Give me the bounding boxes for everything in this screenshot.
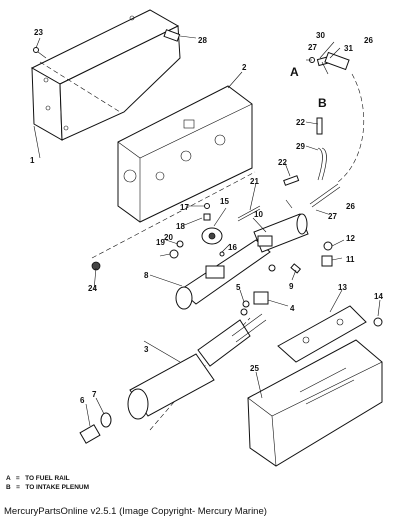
bracket-housing (117, 85, 253, 223)
callout-18: 18 (176, 222, 185, 231)
legend-letter: A (6, 475, 11, 482)
callout-3: 3 (144, 345, 149, 354)
section-label-b: B (318, 96, 327, 110)
fuel-line (337, 73, 365, 183)
inlet-fitting (79, 412, 112, 444)
rod (237, 205, 261, 219)
legend-sep: = (16, 484, 20, 491)
legend-text: TO FUEL RAIL (25, 475, 70, 482)
legend-text: TO INTAKE PLENUM (25, 484, 90, 491)
callout-11: 11 (346, 255, 355, 264)
bolt (373, 317, 383, 327)
clip (163, 29, 181, 42)
cover (247, 339, 383, 467)
callout-17: 17 (180, 203, 189, 212)
footer-copyright: MercuryPartsOnline v2.5.1 (Image Copyrig… (4, 506, 267, 517)
callout-31: 31 (344, 44, 353, 53)
callout-26-lower: 26 (346, 202, 355, 211)
callout-27-lower: 27 (328, 212, 337, 221)
legend-sep: = (15, 475, 20, 482)
fuel-rail-fitting (309, 51, 350, 71)
callout-21: 21 (250, 177, 259, 186)
legend-letter: B (6, 484, 11, 491)
callout-26-upper: 26 (364, 36, 373, 45)
callout-29: 29 (296, 142, 305, 151)
callout-19: 19 (156, 238, 165, 247)
bracket-screw (33, 47, 47, 59)
callout-20: 20 (164, 233, 173, 242)
callout-2: 2 (242, 63, 247, 72)
callout-13: 13 (338, 283, 347, 292)
callout-1: 1 (30, 156, 35, 165)
callout-7: 7 (92, 390, 97, 399)
callout-27-upper: 27 (308, 43, 317, 52)
callout-24: 24 (88, 284, 97, 293)
tee-fitting (240, 291, 269, 316)
legend-row-b: B = TO INTAKE PLENUM (6, 483, 89, 492)
hose (317, 147, 323, 181)
callout-15: 15 (220, 197, 229, 206)
section-label-a: A (290, 65, 299, 79)
callout-9: 9 (289, 282, 294, 291)
callout-8: 8 (144, 271, 149, 280)
fuel-pump-assembly (175, 213, 309, 310)
callout-28: 28 (198, 36, 207, 45)
mounting-bracket (30, 9, 181, 141)
support-bracket (277, 305, 367, 363)
leader-lines (33, 35, 381, 427)
callout-5: 5 (236, 283, 241, 292)
callout-6: 6 (80, 396, 85, 405)
callout-22-upper: 22 (296, 118, 305, 127)
legend: A = TO FUEL RAIL B = TO INTAKE PLENUM (6, 474, 89, 492)
callout-12: 12 (346, 234, 355, 243)
callout-4: 4 (290, 304, 295, 313)
callout-30: 30 (316, 31, 325, 40)
callout-16: 16 (228, 243, 237, 252)
callout-23: 23 (34, 28, 43, 37)
callout-22-lower: 22 (278, 158, 287, 167)
elbow-fitting (321, 241, 333, 267)
callout-25: 25 (250, 364, 259, 373)
fitting (316, 117, 323, 135)
callout-10: 10 (254, 210, 263, 219)
fuel-filter (127, 313, 267, 420)
callout-14: 14 (374, 292, 383, 301)
legend-row-a: A = TO FUEL RAIL (6, 474, 89, 483)
